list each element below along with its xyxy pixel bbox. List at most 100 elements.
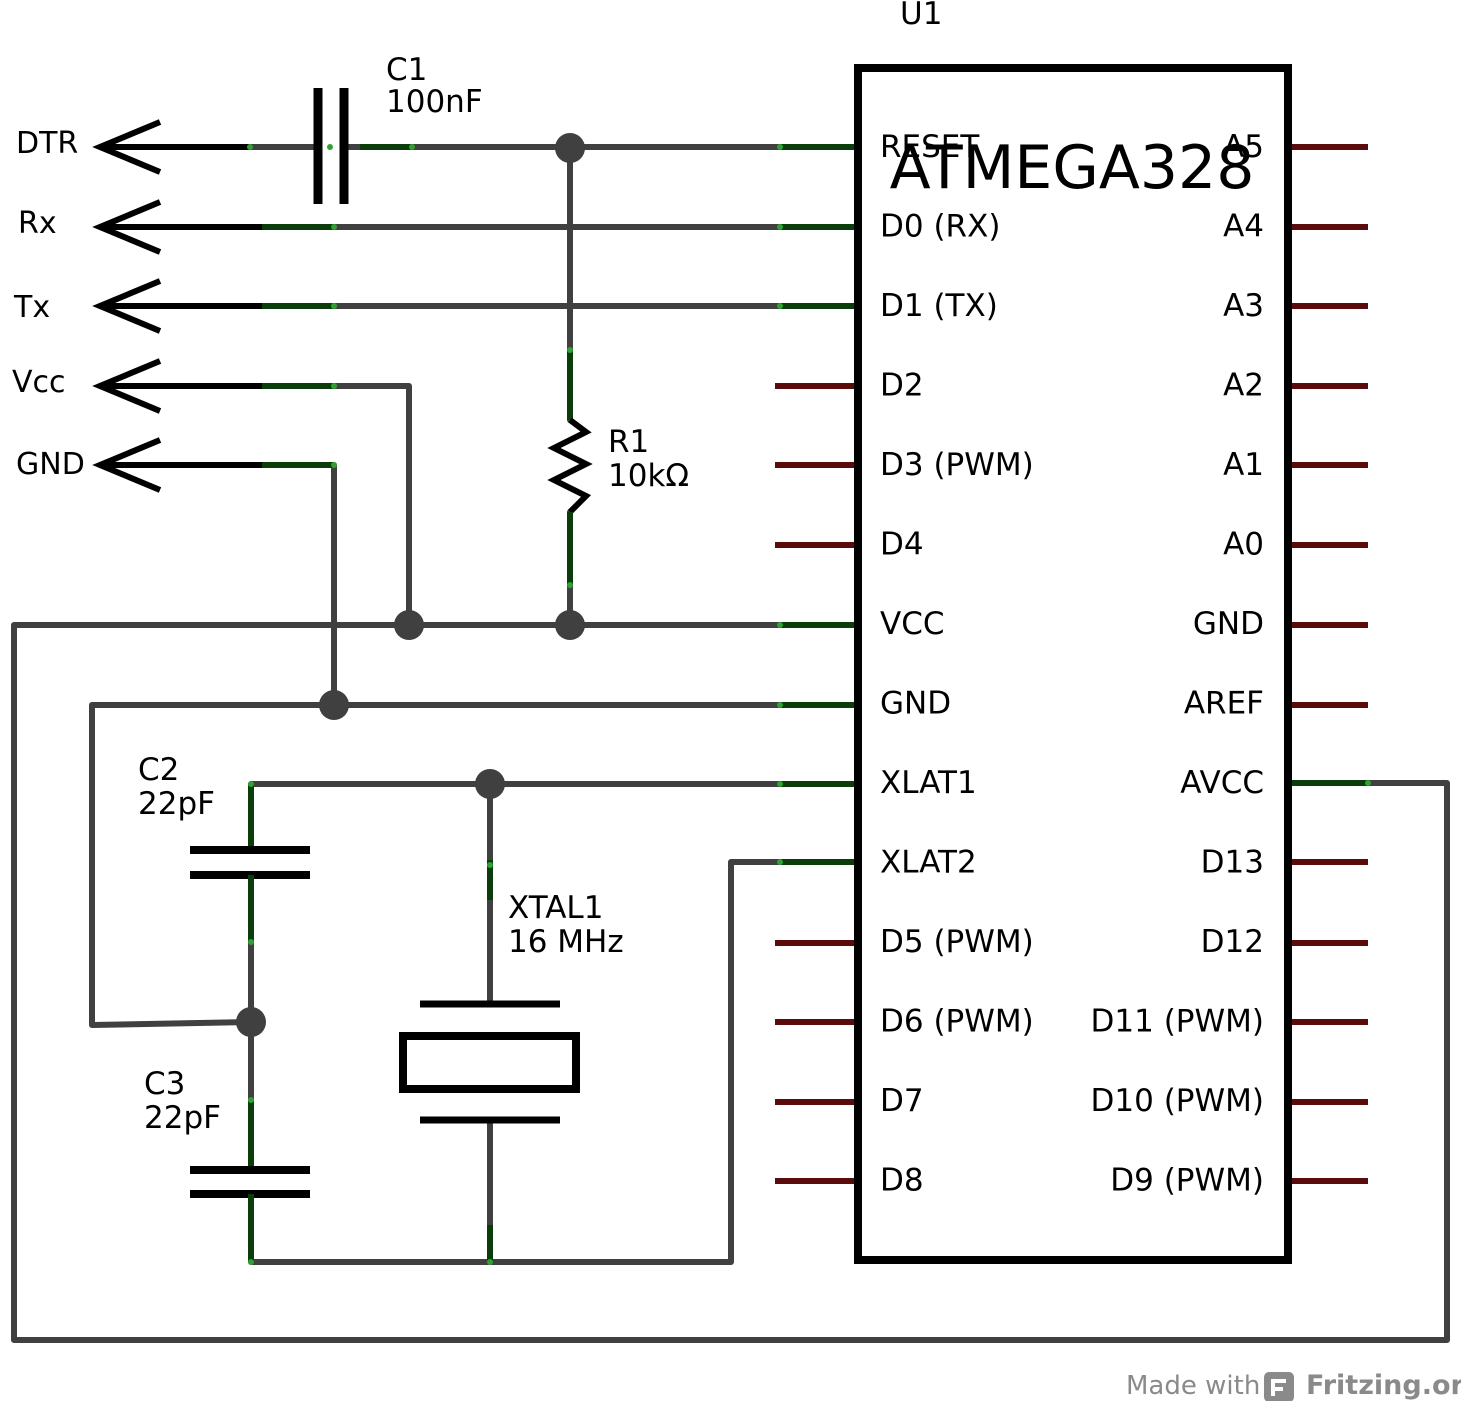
fritzing-credit: Made with Fritzing.org (1126, 1370, 1461, 1401)
chip-pin-right-a1: A1 (1223, 447, 1264, 483)
chip-pin-left-d4: D4 (880, 527, 924, 563)
lead-endpoint (248, 1097, 254, 1103)
wire-vcc-rail (11, 622, 1450, 1343)
lead-endpoint (331, 303, 337, 309)
lead-endpoint (777, 622, 783, 628)
wires (11, 144, 1450, 1343)
connector-arrows (92, 119, 262, 493)
lead-endpoint (567, 347, 573, 353)
credit-brand: Fritzing.org (1306, 1370, 1461, 1401)
chip-pin-left-d2: D2 (880, 368, 924, 404)
lead-endpoints (247, 144, 1371, 1265)
lead-endpoint (487, 862, 493, 868)
lead-endpoint (247, 144, 253, 150)
capacitor-c1: C1 100nF (313, 52, 483, 204)
c1-ref: C1 (386, 52, 427, 88)
junction-vcc-right (555, 610, 585, 640)
xtal1-value: 16 MHz (508, 924, 624, 960)
lead-endpoint (409, 144, 415, 150)
chip-pin-left-xlat1: XLAT1 (880, 765, 977, 801)
chip-left-leads (775, 144, 858, 1184)
fritzing-logo-icon (1264, 1372, 1294, 1401)
chip-pin-right-d11-pwm: D11 (PWM) (1091, 1004, 1264, 1040)
chip-pin-left-d5-pwm: D5 (PWM) (880, 924, 1034, 960)
wire-xlat1 (248, 781, 783, 853)
chip-pin-left-xlat2: XLAT2 (880, 845, 977, 881)
crystal-xtal1: XTAL1 16 MHz (399, 860, 624, 1262)
resistor-r1: R1 10kΩ (547, 350, 689, 585)
lead-endpoint (777, 303, 783, 309)
xtal1-ref: XTAL1 (508, 890, 603, 926)
connector-label-gnd: GND (16, 447, 85, 482)
c2-value: 22pF (138, 786, 215, 822)
chip-pin-left-d6-pwm: D6 (PWM) (880, 1004, 1034, 1040)
lead-endpoint (331, 462, 337, 468)
chip-pin-right-d10-pwm: D10 (PWM) (1091, 1083, 1264, 1119)
chip-pin-left-d0-rx: D0 (RX) (880, 209, 1000, 245)
c3-ref: C3 (144, 1066, 185, 1102)
lead-endpoint (777, 144, 783, 150)
arrow-gnd-icon (92, 437, 262, 493)
chip-pin-right-d12: D12 (1201, 924, 1264, 960)
lead-endpoint (487, 1259, 493, 1265)
arrow-vcc-icon (92, 358, 262, 414)
lead-endpoint (248, 1259, 254, 1265)
wire-vcc-connector (97, 383, 412, 628)
chip-pin-left-d1-tx: D1 (TX) (880, 288, 998, 324)
chip-part-name: ATMEGA328 (890, 133, 1255, 203)
connector-leads (262, 144, 412, 468)
connector-label-dtr: DTR (16, 126, 78, 161)
connector-label-tx: Tx (13, 290, 50, 325)
chip-pin-right-avcc: AVCC (1180, 765, 1264, 801)
chip-pin-right-d13: D13 (1201, 845, 1264, 881)
chip-pin-right-a2: A2 (1223, 368, 1264, 404)
connector-labels: DTR Rx Tx Vcc GND (12, 126, 85, 482)
arrow-tx-icon (92, 278, 262, 334)
chip-pin-right-a3: A3 (1223, 288, 1264, 324)
r1-ref: R1 (608, 424, 649, 460)
chip-pin-left-gnd: GND (880, 686, 951, 722)
chip-pin-right-aref: AREF (1184, 686, 1264, 722)
wire-gnd-connector (97, 462, 337, 708)
chip-pin-left-reset: RESET (880, 129, 980, 165)
arrow-rx-icon (92, 199, 262, 255)
lead-endpoint (327, 144, 333, 150)
junctions (236, 133, 585, 1037)
chip-pin-left-vcc: VCC (880, 606, 945, 642)
chip-right-leads (1288, 144, 1368, 1184)
lead-endpoint (567, 582, 573, 588)
lead-endpoint (777, 702, 783, 708)
lead-endpoint (331, 383, 337, 389)
chip-pin-right-gnd: GND (1193, 606, 1264, 642)
chip-pin-left-d8: D8 (880, 1163, 924, 1199)
connector-label-vcc: Vcc (12, 365, 66, 400)
junction-caps (236, 1007, 266, 1037)
junction-xlat1 (475, 769, 505, 799)
chip-pin-left-d7: D7 (880, 1083, 924, 1119)
chip-body (854, 64, 1292, 1264)
junction-vcc-left (394, 610, 424, 640)
lead-endpoint (331, 224, 337, 230)
c1-value: 100nF (386, 84, 483, 120)
lead-endpoint (248, 781, 254, 787)
credit-prefix: Made with (1126, 1371, 1260, 1401)
connector-label-rx: Rx (18, 206, 57, 241)
chip-ref: U1 (900, 0, 942, 32)
chip-pin-right-d9-pwm: D9 (PWM) (1110, 1163, 1264, 1199)
junction-gnd (319, 690, 349, 720)
chip-pin-right-a5: A5 (1223, 129, 1264, 165)
chip-pin-left-d3-pwm: D3 (PWM) (880, 447, 1034, 483)
lead-endpoint (1365, 780, 1371, 786)
arrow-dtr-icon (92, 119, 250, 175)
chip-pin-right-a4: A4 (1223, 209, 1264, 245)
capacitor-c3: C3 22pF (144, 1066, 310, 1262)
c2-ref: C2 (138, 752, 179, 788)
lead-endpoint (777, 859, 783, 865)
c3-value: 22pF (144, 1100, 221, 1136)
capacitor-c2: C2 22pF (138, 752, 310, 942)
lead-endpoint (777, 224, 783, 230)
r1-value: 10kΩ (608, 458, 689, 494)
lead-endpoint (248, 939, 254, 945)
